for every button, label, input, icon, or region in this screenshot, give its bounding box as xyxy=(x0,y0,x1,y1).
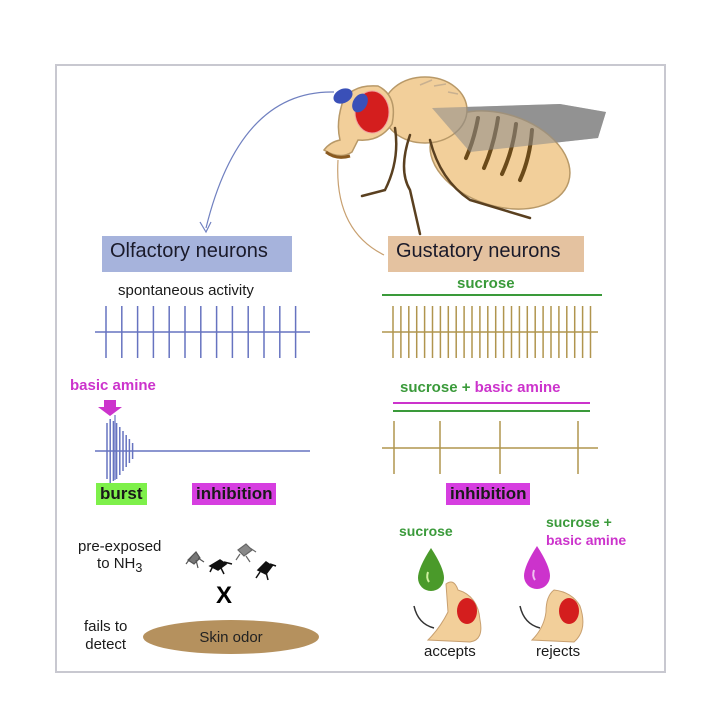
down-arrow-icon xyxy=(98,400,122,416)
sucrose-label: sucrose xyxy=(457,275,515,292)
mosquito-icon xyxy=(255,561,277,581)
rejects-label: rejects xyxy=(536,643,581,660)
drop-mix-label-line1: sucrose + xyxy=(546,514,612,530)
burst-tag: burst xyxy=(96,483,147,505)
mosquito-icon xyxy=(208,559,233,575)
mosquito-icon xyxy=(185,551,205,569)
amine-drop-icon xyxy=(524,546,550,589)
pre-exposed-label: pre-exposed to NH3 xyxy=(78,538,162,575)
accepting-fly-icon xyxy=(413,581,482,643)
basic-amine-label: basic amine xyxy=(70,377,156,394)
drop-sucrose-label: sucrose xyxy=(399,523,453,539)
fly-legs xyxy=(360,126,532,236)
olfactory-neurons-label: Olfactory neurons xyxy=(102,236,292,272)
sucrose-label-part: sucrose + xyxy=(400,379,475,396)
sucrose-amine-label: sucrose + basic amine xyxy=(400,379,561,396)
gustatory-connector xyxy=(337,159,385,256)
mosquito-icon xyxy=(235,543,257,563)
skin-odor-ellipse: Skin odor xyxy=(143,620,319,654)
gustatory-neurons-label: Gustatory neurons xyxy=(388,236,584,272)
fly-antenna xyxy=(333,88,353,104)
spontaneous-activity-label: spontaneous activity xyxy=(118,282,254,299)
inhibition-tag-olfactory: inhibition xyxy=(192,483,277,505)
fails-to-detect-label: fails to detect xyxy=(84,618,128,653)
olfactory-connector xyxy=(205,91,335,229)
amine-label-part: basic amine xyxy=(474,379,561,396)
sucrose-drop-icon xyxy=(418,548,444,591)
drop-mix-label-line2: basic amine xyxy=(546,532,627,548)
rejecting-fly-icon xyxy=(519,589,584,643)
cross-mark: X xyxy=(216,582,233,609)
inhibition-tag-gustatory: inhibition xyxy=(446,483,531,505)
accepts-label: accepts xyxy=(424,643,476,660)
